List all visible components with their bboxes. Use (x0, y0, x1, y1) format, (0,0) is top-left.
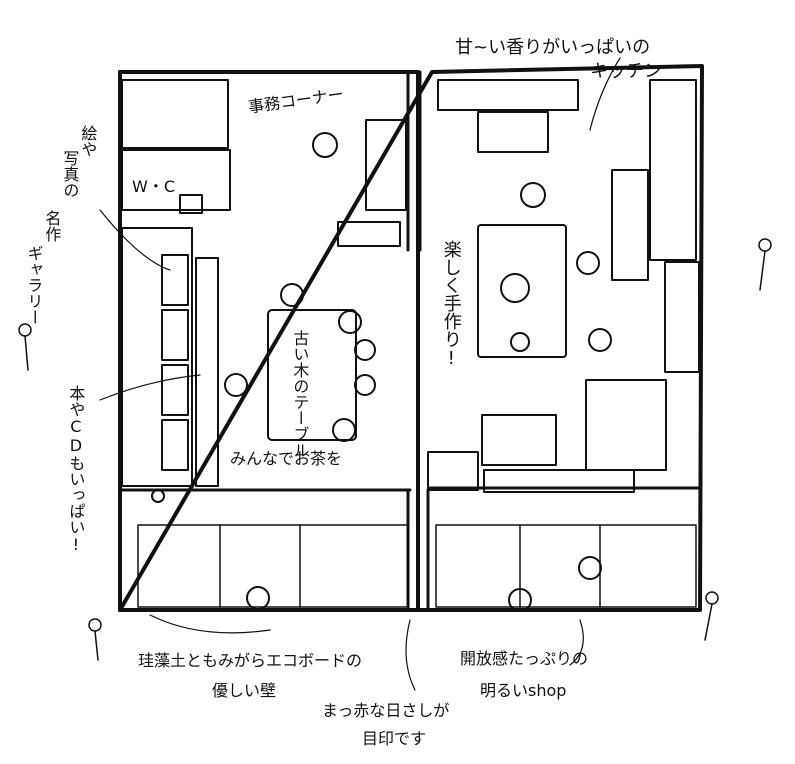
refrigerator (585, 379, 667, 471)
bookshelf (121, 149, 231, 487)
wall-clock-icon (151, 489, 165, 503)
people (246, 132, 612, 612)
wall-description-line2: 優しい壁 (212, 681, 277, 700)
kitchen-cabinets (437, 79, 700, 373)
kitchen-title-line2: キッチン (590, 61, 662, 82)
gallery-label-3: 名作 (42, 210, 62, 242)
display-counter (427, 451, 635, 493)
tea-time-label: みんなでお茶を (230, 449, 343, 468)
flower-icon-left (18, 323, 102, 661)
wall-description-line1: 珪藻土ともみがらエコボードの (138, 651, 363, 670)
books-cd-label: 本やCDもいっぱい! (66, 385, 86, 554)
wc-room (121, 79, 229, 214)
gallery-label-1: 絵や (78, 125, 98, 157)
pointer-lines (99, 57, 621, 691)
dining-table (224, 283, 376, 442)
gallery-label-4: ギャラリー (24, 245, 44, 325)
kitchen-worktable (477, 224, 567, 358)
flower-icon-right (704, 238, 772, 641)
old-table-label: 古い木のテーブル (290, 330, 310, 458)
shop-description-line1: 開放感たっぷりの (460, 649, 589, 668)
microwave (481, 414, 557, 466)
kitchen-title-line1: 甘~い香りがいっぱいの (455, 37, 651, 58)
shop-description-line2: 明るいshop (480, 681, 567, 700)
wc-label: W・C (132, 177, 175, 196)
partition-wall (118, 70, 702, 612)
gallery-label-2: 写真の (60, 150, 80, 198)
sunshade-line1: まっ赤な日さしが (322, 701, 450, 720)
office-desk (337, 119, 407, 247)
outer-walls (118, 64, 704, 612)
sunshade-line2: 目印です (362, 729, 427, 748)
handmade-label: 楽しく手作り! (440, 240, 462, 369)
